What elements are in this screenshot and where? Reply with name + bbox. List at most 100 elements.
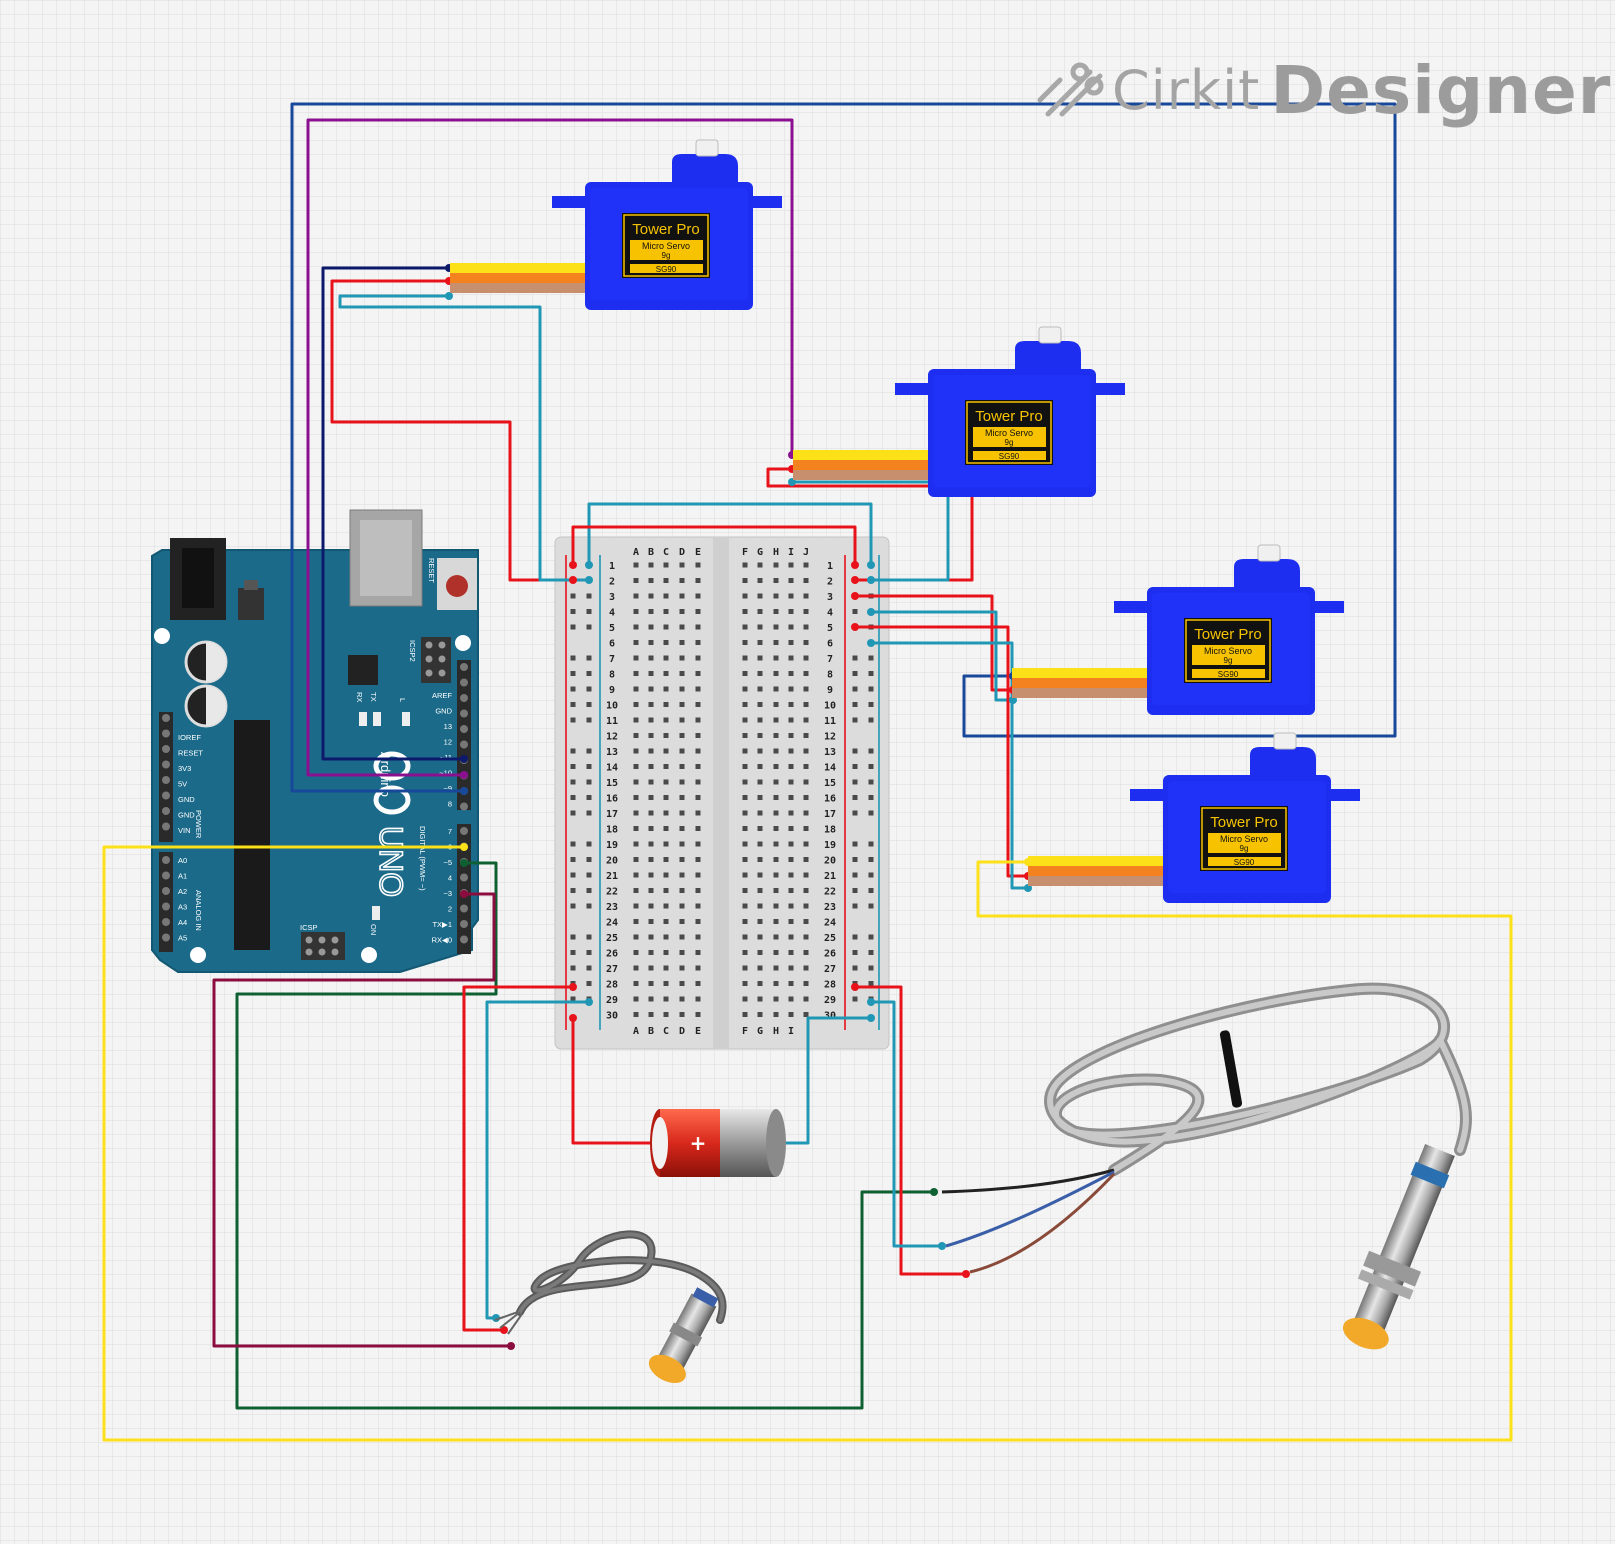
breadboard-hole[interactable]: [695, 717, 701, 723]
header-pin[interactable]: [162, 714, 170, 722]
power-rail-hole[interactable]: [570, 810, 576, 816]
breadboard-hole[interactable]: [773, 810, 779, 816]
breadboard-hole[interactable]: [773, 795, 779, 800]
wire-endpoint[interactable]: [569, 576, 577, 584]
breadboard-hole[interactable]: [773, 748, 779, 754]
breadboard-hole[interactable]: [679, 779, 685, 785]
breadboard-hole[interactable]: [773, 1012, 779, 1017]
breadboard-hole[interactable]: [663, 655, 669, 661]
header-pin[interactable]: [460, 802, 468, 811]
breadboard-hole[interactable]: [803, 888, 809, 893]
breadboard-hole[interactable]: [695, 655, 701, 661]
breadboard-hole[interactable]: [663, 934, 669, 940]
power-rail-hole[interactable]: [852, 748, 858, 754]
breadboard-hole[interactable]: [742, 872, 748, 878]
breadboard-hole[interactable]: [788, 702, 794, 707]
breadboard-hole[interactable]: [633, 981, 639, 986]
power-rail-hole[interactable]: [852, 996, 858, 1002]
breadboard-hole[interactable]: [648, 888, 654, 893]
breadboard-hole[interactable]: [803, 810, 809, 816]
wire-endpoint[interactable]: [851, 561, 859, 569]
power-rail-hole[interactable]: [570, 624, 576, 630]
power-rail-hole[interactable]: [570, 996, 576, 1002]
breadboard-hole[interactable]: [773, 733, 779, 738]
breadboard-hole[interactable]: [757, 733, 763, 738]
breadboard-hole[interactable]: [695, 888, 701, 893]
breadboard-hole[interactable]: [788, 655, 794, 661]
power-rail-hole[interactable]: [868, 981, 874, 986]
breadboard-hole[interactable]: [633, 841, 639, 847]
breadboard-hole[interactable]: [788, 748, 794, 754]
breadboard-hole[interactable]: [679, 578, 685, 583]
breadboard-hole[interactable]: [803, 748, 809, 754]
breadboard-hole[interactable]: [757, 872, 763, 878]
power-rail-hole[interactable]: [570, 779, 576, 785]
breadboard-hole[interactable]: [788, 686, 794, 692]
power-rail-hole[interactable]: [868, 702, 874, 707]
breadboard-hole[interactable]: [695, 903, 701, 909]
breadboard-hole[interactable]: [633, 826, 639, 831]
breadboard-hole[interactable]: [742, 578, 748, 583]
breadboard-hole[interactable]: [742, 733, 748, 738]
breadboard-hole[interactable]: [663, 919, 669, 924]
breadboard-hole[interactable]: [788, 562, 794, 568]
power-rail-hole[interactable]: [586, 624, 592, 630]
breadboard-hole[interactable]: [742, 624, 748, 630]
wire-endpoint[interactable]: [930, 1188, 938, 1196]
breadboard-hole[interactable]: [679, 717, 685, 723]
breadboard-hole[interactable]: [633, 733, 639, 738]
breadboard-hole[interactable]: [757, 903, 763, 909]
breadboard-hole[interactable]: [742, 903, 748, 909]
breadboard-hole[interactable]: [663, 671, 669, 676]
header-pin[interactable]: [162, 822, 170, 831]
breadboard-hole[interactable]: [648, 1012, 654, 1017]
breadboard-hole[interactable]: [679, 919, 685, 924]
breadboard-hole[interactable]: [788, 1012, 794, 1017]
breadboard-hole[interactable]: [695, 1012, 701, 1017]
breadboard-hole[interactable]: [742, 965, 748, 971]
breadboard-hole[interactable]: [648, 841, 654, 847]
power-rail-hole[interactable]: [570, 795, 576, 800]
breadboard-hole[interactable]: [788, 717, 794, 723]
breadboard-hole[interactable]: [679, 624, 685, 630]
power-rail-hole[interactable]: [570, 609, 576, 614]
breadboard-hole[interactable]: [788, 981, 794, 986]
breadboard-hole[interactable]: [663, 686, 669, 692]
breadboard-hole[interactable]: [633, 795, 639, 800]
breadboard-hole[interactable]: [648, 826, 654, 831]
breadboard-hole[interactable]: [679, 903, 685, 909]
power-rail-hole[interactable]: [868, 748, 874, 754]
breadboard-hole[interactable]: [679, 1012, 685, 1017]
breadboard-hole[interactable]: [773, 950, 779, 955]
breadboard-hole[interactable]: [695, 578, 701, 583]
breadboard-hole[interactable]: [742, 748, 748, 754]
wire-endpoint[interactable]: [460, 755, 468, 763]
breadboard-hole[interactable]: [663, 826, 669, 831]
power-rail-hole[interactable]: [852, 779, 858, 785]
breadboard-hole[interactable]: [757, 810, 763, 816]
breadboard-hole[interactable]: [788, 872, 794, 878]
header-pin[interactable]: [460, 709, 468, 718]
power-rail-hole[interactable]: [586, 857, 592, 862]
breadboard-hole[interactable]: [633, 640, 639, 645]
breadboard-hole[interactable]: [679, 795, 685, 800]
breadboard-hole[interactable]: [663, 996, 669, 1002]
breadboard-hole[interactable]: [742, 1012, 748, 1017]
breadboard-hole[interactable]: [648, 764, 654, 769]
power-rail-hole[interactable]: [586, 965, 592, 971]
breadboard-hole[interactable]: [773, 888, 779, 893]
breadboard-hole[interactable]: [757, 671, 763, 676]
wire-endpoint[interactable]: [460, 787, 468, 795]
inductive-sensor-2[interactable]: [941, 982, 1472, 1357]
breadboard-hole[interactable]: [788, 888, 794, 893]
wire-endpoint[interactable]: [460, 859, 468, 867]
breadboard-hole[interactable]: [679, 686, 685, 692]
breadboard-hole[interactable]: [679, 950, 685, 955]
breadboard-hole[interactable]: [803, 872, 809, 878]
header-pin[interactable]: [162, 776, 170, 784]
breadboard-hole[interactable]: [742, 996, 748, 1002]
breadboard-hole[interactable]: [757, 950, 763, 955]
power-rail-hole[interactable]: [586, 748, 592, 754]
breadboard-hole[interactable]: [663, 903, 669, 909]
breadboard-hole[interactable]: [757, 841, 763, 847]
